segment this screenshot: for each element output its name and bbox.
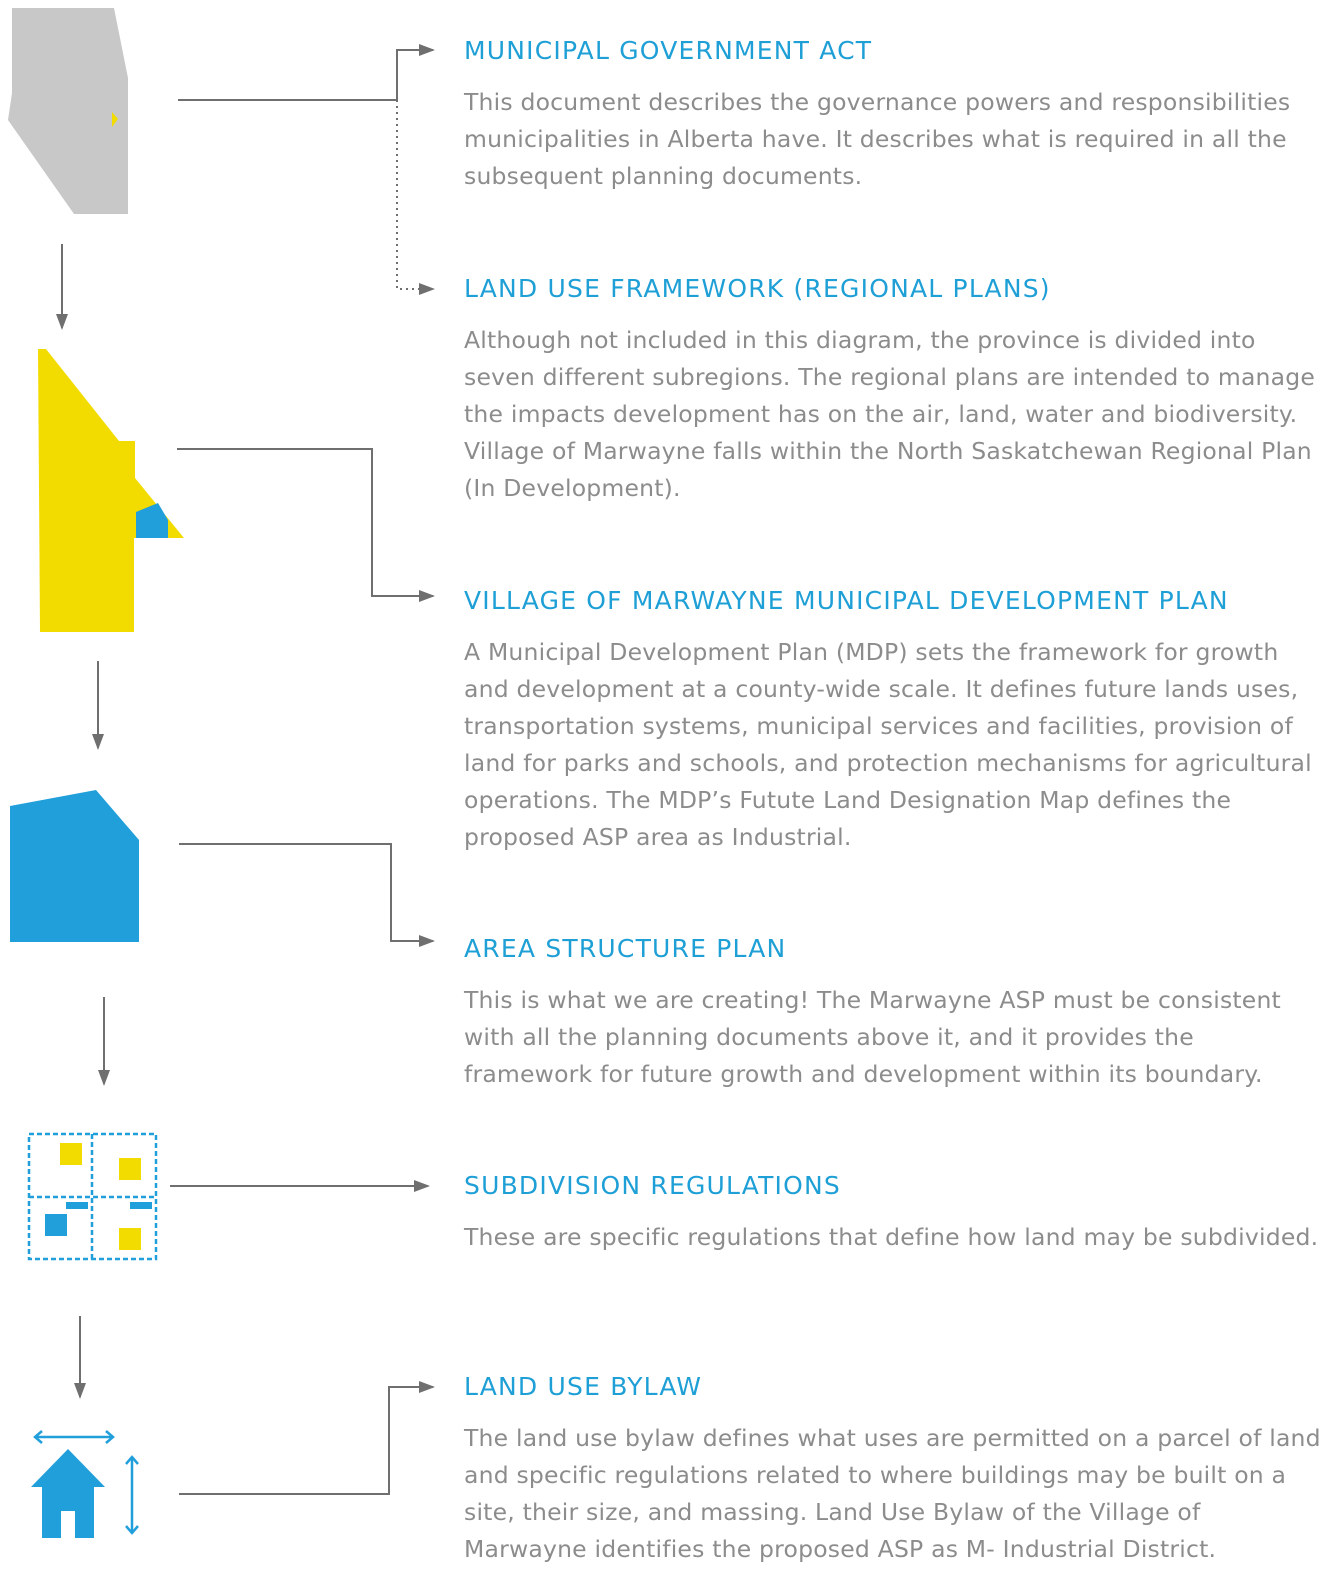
section-body: The land use bylaw defines what uses are… [464, 1424, 1321, 1563]
section-municipal-government-act: MUNICIPAL GOVERNMENT ACT This document d… [464, 36, 1324, 195]
connector-lines [170, 44, 435, 1495]
alberta-province-map-icon [8, 8, 128, 214]
hierarchy-arrows [56, 244, 110, 1399]
village-boundary-icon [10, 790, 139, 942]
section-title: LAND USE BYLAW [464, 1372, 703, 1401]
region-map-icon [38, 349, 184, 632]
section-title: AREA STRUCTURE PLAN [464, 934, 787, 963]
section-municipal-development-plan: VILLAGE OF MARWAYNE MUNICIPAL DEVELOPMEN… [464, 586, 1324, 856]
section-body: This document describes the governance p… [464, 88, 1291, 190]
subdivision-lots-icon [27, 1132, 158, 1261]
section-subdivision-regulations: SUBDIVISION REGULATIONS These are specif… [464, 1171, 1324, 1256]
section-body: These are specific regulations that defi… [464, 1223, 1319, 1251]
section-title: LAND USE FRAMEWORK (REGIONAL PLANS) [464, 274, 1051, 303]
section-body: A Municipal Development Plan (MDP) sets … [464, 638, 1312, 851]
section-title: MUNICIPAL GOVERNMENT ACT [464, 36, 873, 65]
section-land-use-bylaw: LAND USE BYLAW The land use bylaw define… [464, 1372, 1324, 1568]
section-title: SUBDIVISION REGULATIONS [464, 1171, 841, 1200]
section-area-structure-plan: AREA STRUCTURE PLAN This is what we are … [464, 934, 1324, 1093]
section-body: Although not included in this diagram, t… [464, 326, 1316, 502]
section-land-use-framework: LAND USE FRAMEWORK (REGIONAL PLANS) Alth… [464, 274, 1324, 507]
section-title: VILLAGE OF MARWAYNE MUNICIPAL DEVELOPMEN… [464, 586, 1229, 615]
house-with-dimensions-icon [31, 1430, 139, 1538]
section-body: This is what we are creating! The Marway… [464, 986, 1281, 1088]
